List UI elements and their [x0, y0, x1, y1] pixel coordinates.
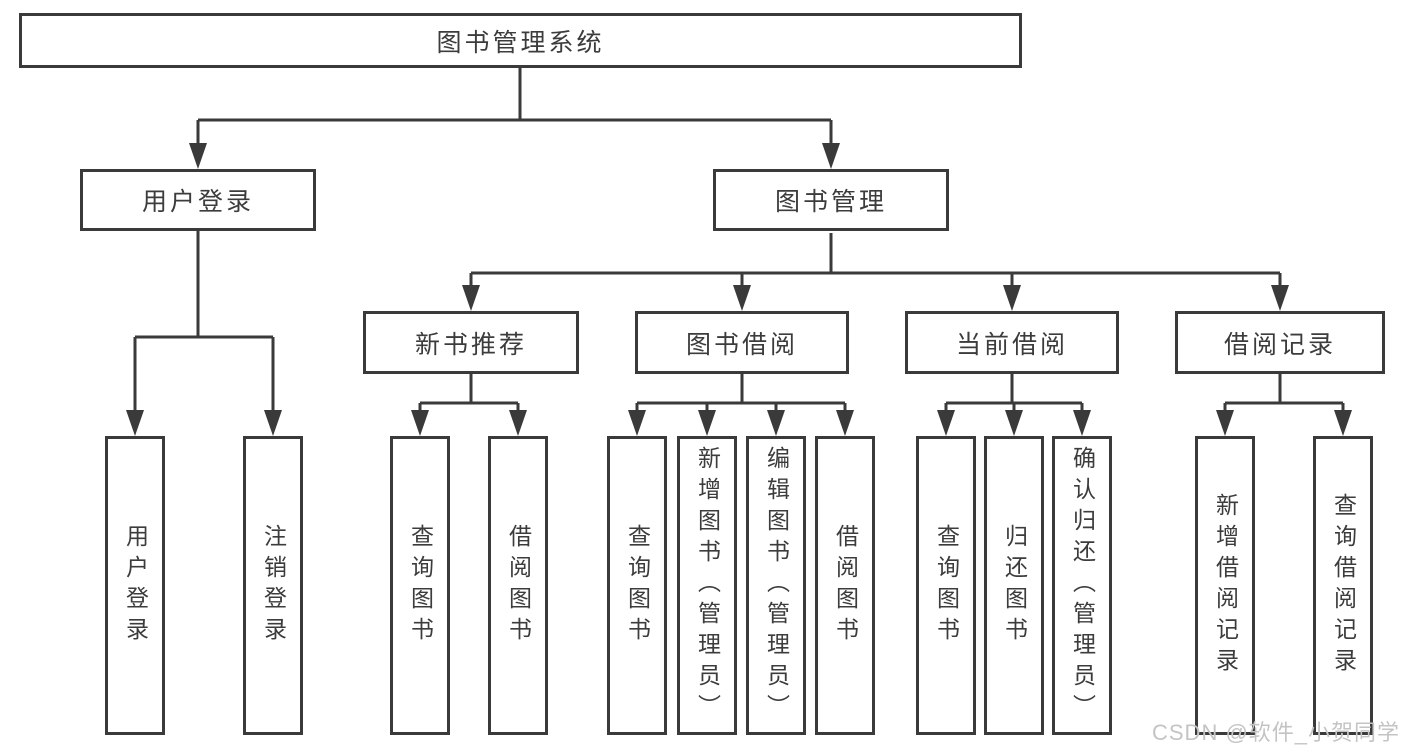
leaf-add-books-admin: 新增图书（管理员）	[677, 436, 737, 735]
node-new-book-recommend: 新书推荐	[363, 311, 579, 374]
arrowhead-icon	[509, 410, 527, 436]
arrowhead-icon	[126, 410, 144, 436]
node-borrow-records: 借阅记录	[1175, 311, 1385, 374]
node-book-borrow: 图书借阅	[635, 311, 849, 374]
leaf-edit-books-admin: 编辑图书（管理员）	[746, 436, 806, 735]
arrowhead-icon	[698, 410, 716, 436]
csdn-watermark: CSDN @软件_小贺同学	[1152, 720, 1401, 745]
arrowhead-icon	[1073, 410, 1091, 436]
arrowhead-icon	[628, 410, 646, 436]
connector-new-book	[418, 374, 520, 420]
connector-book-management	[469, 233, 1282, 295]
leaf-borrow-books: 借阅图书	[488, 436, 548, 735]
arrowhead-icon	[1005, 410, 1023, 436]
arrowhead-icon	[1334, 410, 1352, 436]
leaf-confirm-return-admin: 确认归还（管理员）	[1052, 436, 1112, 735]
node-user-login: 用户登录	[80, 169, 316, 231]
node-book-management: 图书管理	[713, 169, 949, 231]
leaf-borrow-books: 借阅图书	[815, 436, 875, 735]
leaf-query-books: 查询图书	[607, 436, 667, 735]
connector-lines	[133, 68, 1345, 420]
leaf-user-login: 用户登录	[105, 436, 165, 735]
leaf-query-borrow-record: 查询借阅记录	[1313, 436, 1373, 735]
node-current-borrow: 当前借阅	[905, 311, 1119, 374]
arrowhead-icon	[411, 410, 429, 436]
leaf-add-borrow-record: 新增借阅记录	[1195, 436, 1255, 735]
connector-root	[196, 68, 833, 152]
connector-user-login	[133, 231, 275, 420]
arrowhead-icon	[189, 143, 207, 169]
arrowhead-icon	[767, 410, 785, 436]
leaf-query-books: 查询图书	[390, 436, 450, 735]
arrowhead-icon	[462, 285, 480, 311]
arrowhead-icon	[836, 410, 854, 436]
connector-borrow-records	[1223, 374, 1345, 420]
arrowhead-icon	[937, 410, 955, 436]
leaf-query-books: 查询图书	[916, 436, 976, 735]
arrowhead-icon	[1003, 285, 1021, 311]
arrowhead-icon	[1216, 410, 1234, 436]
node-root: 图书管理系统	[19, 13, 1022, 68]
arrowheads	[126, 143, 1352, 436]
arrowhead-icon	[733, 285, 751, 311]
arrowhead-icon	[1271, 285, 1289, 311]
leaf-return-books: 归还图书	[984, 436, 1044, 735]
arrowhead-icon	[822, 143, 840, 169]
leaf-logout: 注销登录	[243, 436, 303, 735]
arrowhead-icon	[264, 410, 282, 436]
connector-book-borrow	[635, 374, 847, 420]
